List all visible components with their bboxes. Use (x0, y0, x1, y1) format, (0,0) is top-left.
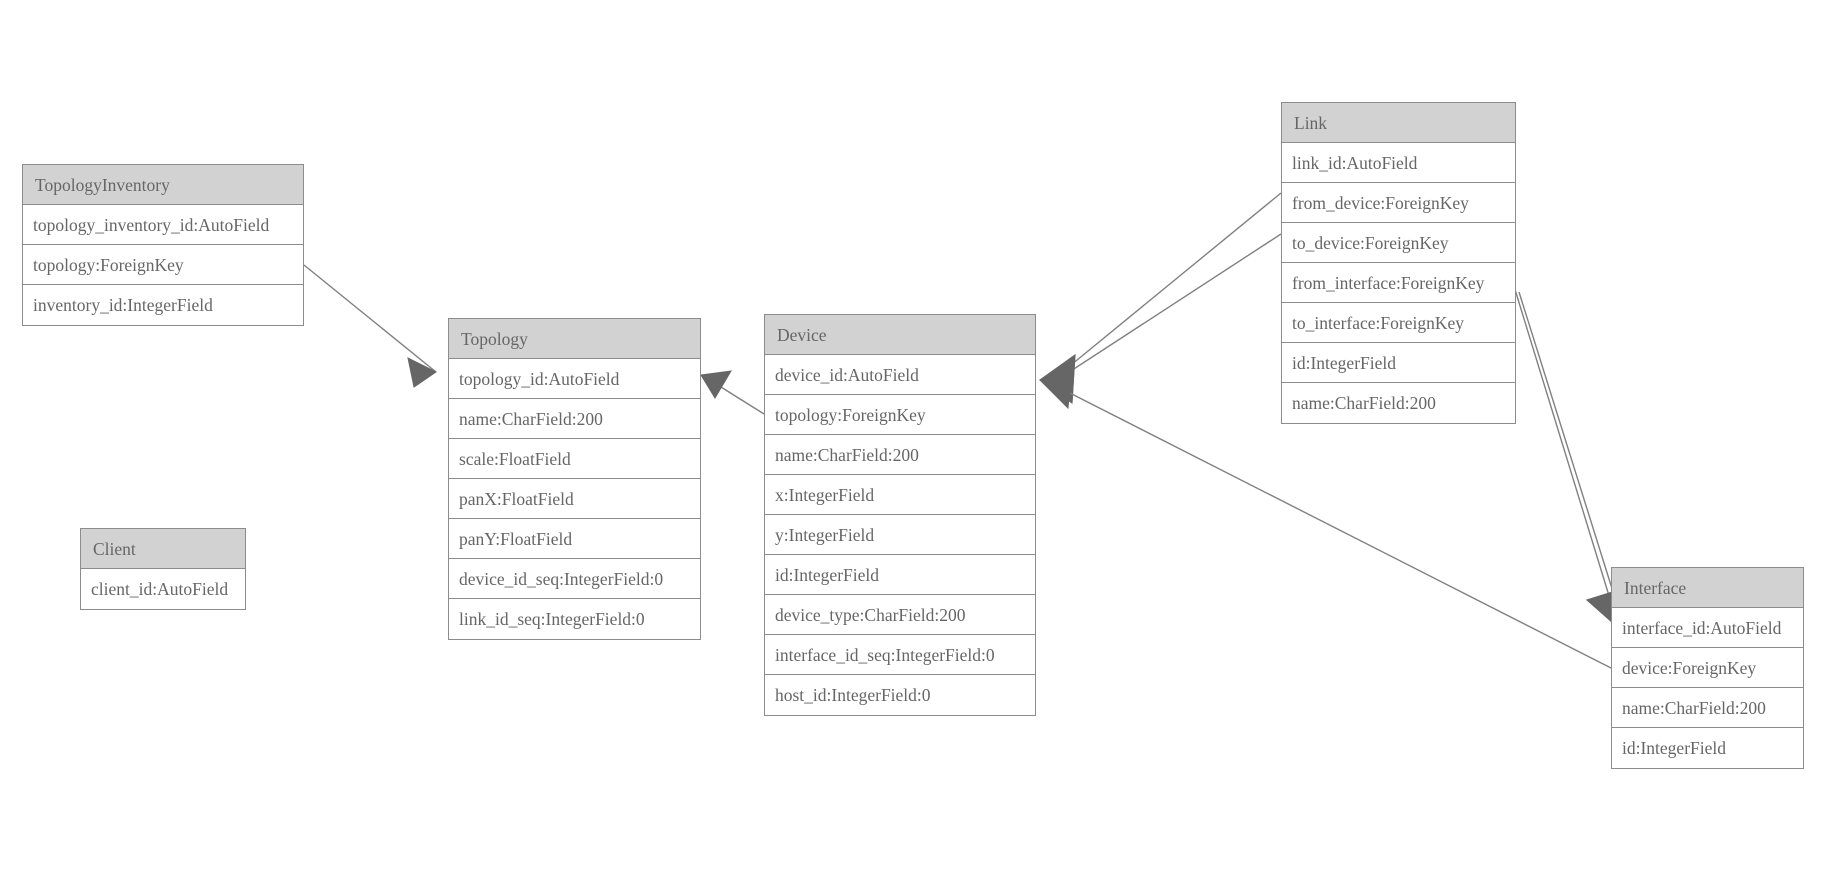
relationship-line (1512, 282, 1615, 613)
entity-attribute-row: scale:FloatField (449, 439, 700, 479)
entity-attribute-row: link_id:AutoField (1282, 143, 1515, 183)
entity-title-client: Client (81, 529, 245, 569)
relationship-arrowhead-icon (1039, 353, 1076, 404)
entity-attribute-row: interface_id:AutoField (1612, 608, 1803, 648)
entity-attribute-row: x:IntegerField (765, 475, 1035, 515)
relationship-line (1059, 387, 1612, 669)
entity-attribute-row: to_interface:ForeignKey (1282, 303, 1515, 343)
relationship-line (1059, 233, 1282, 379)
entity-attribute-row: panY:FloatField (449, 519, 700, 559)
relationship-link-from_interface (1512, 282, 1620, 624)
relationship-topologyinventory-topology (303, 264, 437, 388)
entity-attribute-row: topology:ForeignKey (765, 395, 1035, 435)
entity-title-interface: Interface (1612, 568, 1803, 608)
relationship-arrowhead-icon (1039, 353, 1076, 404)
entity-attribute-row: host_id:IntegerField:0 (765, 675, 1035, 715)
relationship-line (712, 381, 765, 415)
entity-attribute-row: name:CharField:200 (449, 399, 700, 439)
entity-attribute-row: to_device:ForeignKey (1282, 223, 1515, 263)
entity-attribute-row: topology:ForeignKey (23, 245, 303, 285)
entity-attribute-row: device_type:CharField:200 (765, 595, 1035, 635)
entity-title-topology: Topology (449, 319, 700, 359)
relationship-arrowhead-icon (1039, 362, 1073, 410)
entity-attribute-row: client_id:AutoField (81, 569, 245, 609)
entity-attribute-row: interface_id_seq:IntegerField:0 (765, 635, 1035, 675)
entity-attribute-row: topology_id:AutoField (449, 359, 700, 399)
relationship-device-topology (700, 370, 765, 415)
relationship-arrowhead-icon (700, 370, 732, 399)
entity-attribute-row: topology_inventory_id:AutoField (23, 205, 303, 245)
entity-attribute-row: inventory_id:IntegerField (23, 285, 303, 325)
entity-attribute-row: panX:FloatField (449, 479, 700, 519)
entity-attribute-row: name:CharField:200 (765, 435, 1035, 475)
entity-attribute-row: from_interface:ForeignKey (1282, 263, 1515, 303)
entity-attribute-row: from_device:ForeignKey (1282, 183, 1515, 223)
relationship-link-to_interface (1518, 291, 1621, 624)
entity-attribute-row: device_id_seq:IntegerField:0 (449, 559, 700, 599)
entity-title-link: Link (1282, 103, 1515, 143)
entity-attribute-row: name:CharField:200 (1282, 383, 1515, 423)
entity-attribute-row: y:IntegerField (765, 515, 1035, 555)
entity-attribute-row: link_id_seq:IntegerField:0 (449, 599, 700, 639)
relationship-link-to_device (1039, 233, 1282, 404)
relationship-line (303, 264, 437, 373)
entity-attribute-row: id:IntegerField (765, 555, 1035, 595)
relationship-link-from_device (1039, 192, 1282, 404)
relationship-arrowhead-icon (407, 357, 437, 388)
entity-attribute-row: id:IntegerField (1612, 728, 1803, 768)
entity-attribute-row: name:CharField:200 (1612, 688, 1803, 728)
relationship-line (1518, 291, 1621, 615)
entity-attribute-row: device_id:AutoField (765, 355, 1035, 395)
entity-title-topologyinventory: TopologyInventory (23, 165, 303, 205)
entity-title-device: Device (765, 315, 1035, 355)
entity-attribute-row: device:ForeignKey (1612, 648, 1803, 688)
entity-attribute-row: id:IntegerField (1282, 343, 1515, 383)
relationship-line (1059, 192, 1282, 375)
